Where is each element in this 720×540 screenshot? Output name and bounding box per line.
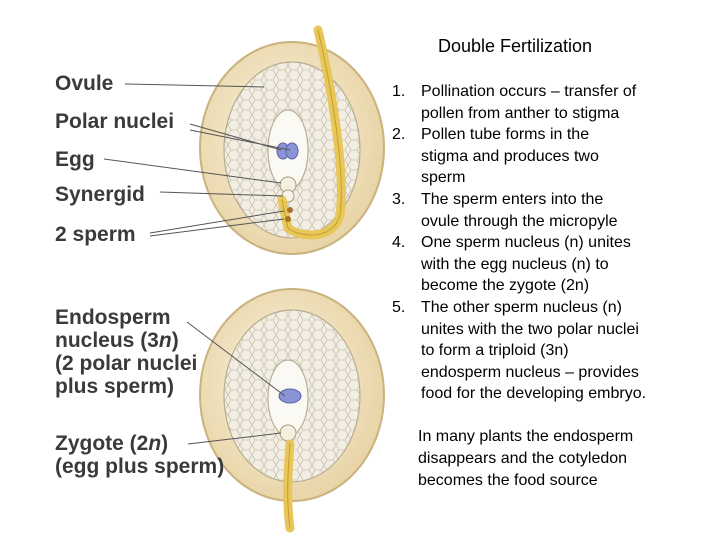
zygote-line-2: (egg plus sperm) — [55, 455, 225, 478]
step-number: 3. — [392, 190, 406, 208]
step-4: 4. One sperm nucleus (n) unites with the … — [392, 232, 692, 297]
sperm-cells-top — [285, 207, 293, 222]
step-number: 4. — [392, 234, 406, 252]
step-1: 1. Pollination occurs – transfer of polle… — [392, 81, 692, 124]
polar-nuclei-top — [276, 142, 299, 160]
label-zygote: Zygote (2n) (egg plus sperm) — [55, 432, 224, 478]
endosperm-line-4: plus sperm) — [55, 375, 175, 398]
label-polar-nuclei: Polar nuclei — [55, 110, 175, 133]
step-5: 5. The other sperm nucleus (n) unites wit… — [392, 297, 692, 405]
label-egg: Egg — [55, 148, 95, 171]
step-text: One sperm nucleus (n) unites with the eg… — [421, 234, 631, 295]
step-number: 2. — [392, 126, 406, 144]
step-2: 2. Pollen tube forms in the stigma and pr… — [392, 124, 692, 189]
label-synergid: Synergid — [55, 183, 145, 206]
step-number: 5. — [392, 298, 406, 316]
label-ovule: Ovule — [55, 72, 114, 95]
page-title: Double Fertilization — [438, 36, 593, 56]
step-text: Pollen tube forms in the stigma and prod… — [421, 126, 599, 187]
zygote-line-1-b: ) — [161, 432, 169, 455]
step-text: The other sperm nucleus (n) unites with … — [421, 298, 647, 403]
endosperm-nucleus — [278, 388, 302, 404]
label-2-sperm: 2 sperm — [55, 223, 136, 246]
endosperm-line-1: Endosperm — [55, 306, 171, 329]
endosperm-note: In many plants the endosperm disappears … — [418, 428, 634, 489]
step-text: Pollination occurs – transfer of pollen … — [421, 83, 637, 122]
step-3: 3. The sperm enters into the ovule throug… — [392, 189, 692, 232]
bottom-ovule — [199, 288, 385, 533]
endosperm-line-3: (2 polar nuclei — [55, 352, 198, 375]
step-text: The sperm enters into the ovule through … — [421, 190, 618, 230]
label-endosperm: Endosperm nucleus (3n) (2 polar nuclei p… — [55, 306, 197, 398]
zygote — [279, 424, 297, 442]
zygote-line-1-a: Zygote (2 — [55, 432, 149, 455]
zygote-line-1: Zygote (2n) — [55, 432, 224, 455]
endosperm-line-2-a: nucleus (3 — [55, 329, 159, 352]
zygote-line-1-n: n — [148, 432, 162, 455]
endosperm-line-2: nucleus (3n) — [55, 329, 197, 352]
top-ovule — [199, 25, 385, 255]
leader-lines — [103, 83, 291, 445]
endosperm-line-2-n: n — [158, 329, 172, 352]
steps-list: 1. Pollination occurs – transfer of polle… — [392, 81, 692, 405]
step-number: 1. — [392, 83, 406, 100]
endosperm-line-2-b: ) — [171, 329, 179, 352]
